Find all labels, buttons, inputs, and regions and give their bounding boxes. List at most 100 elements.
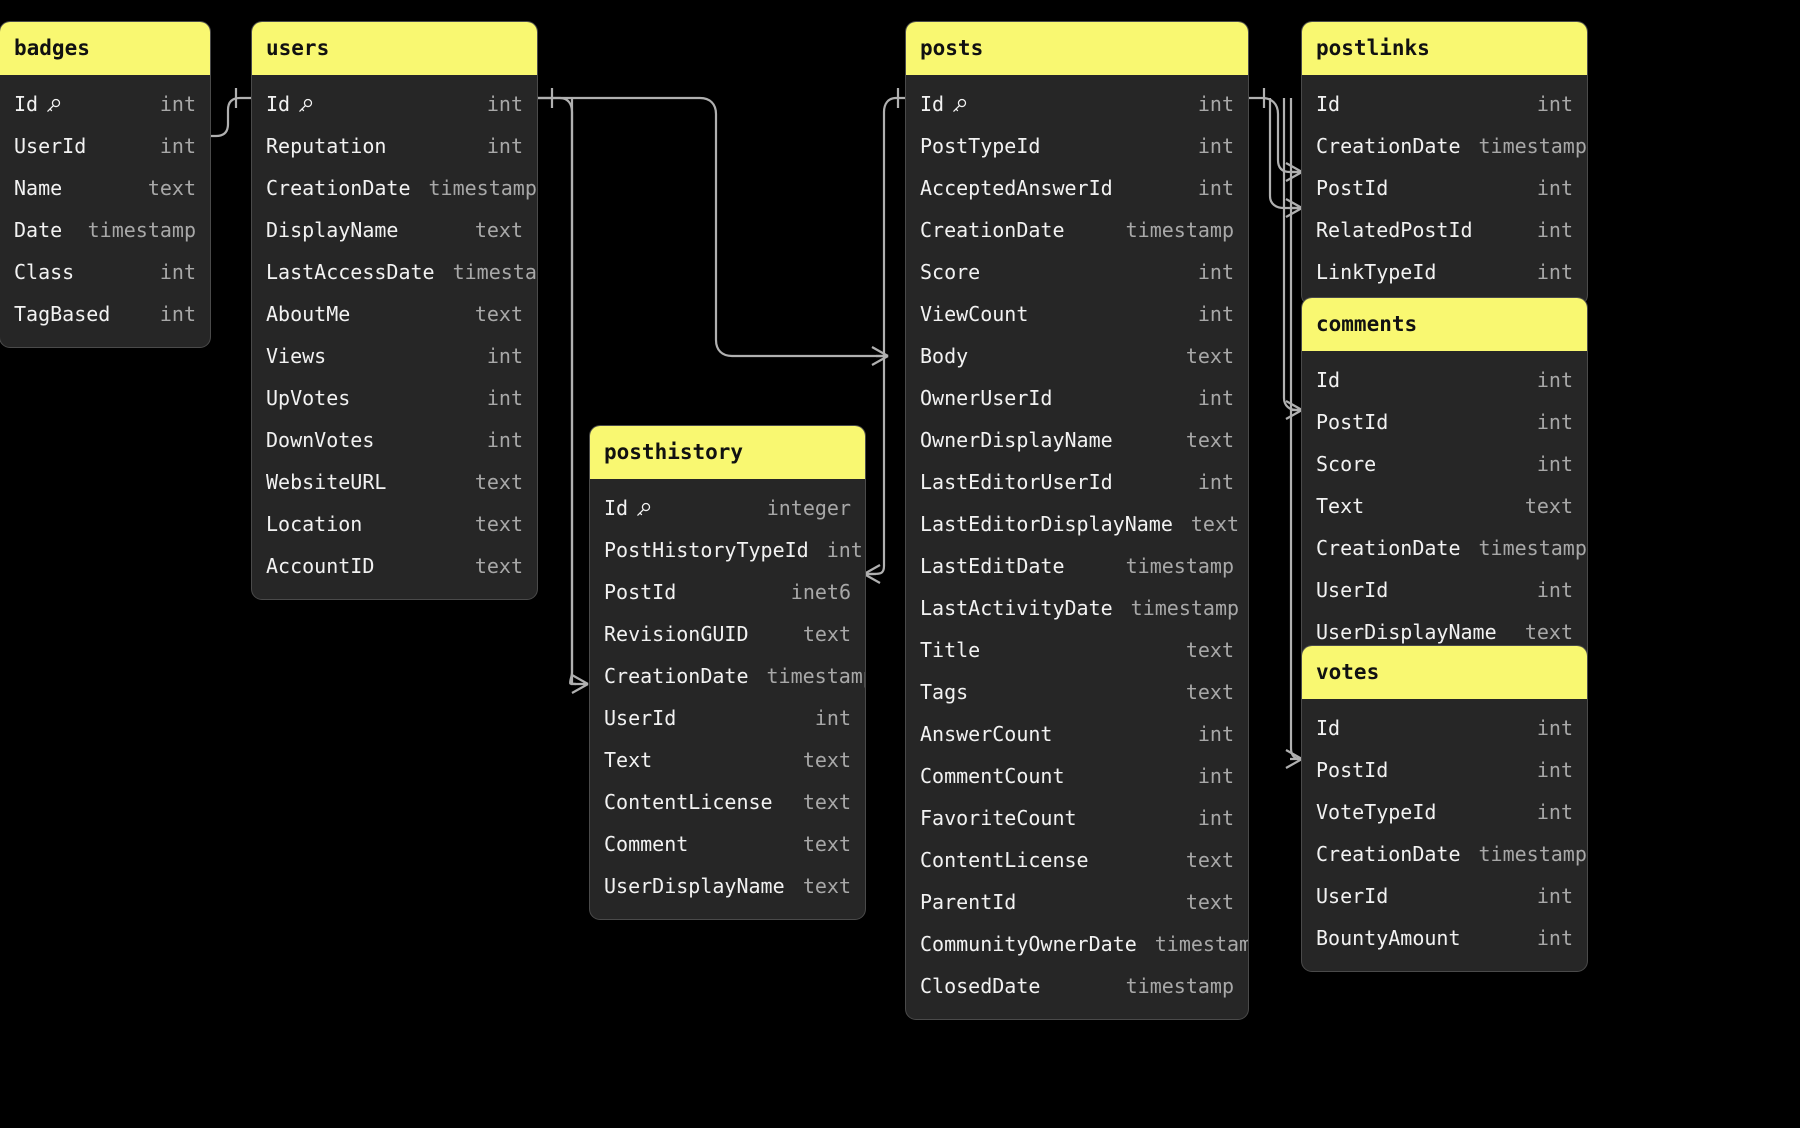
field-name: ContentLicense: [920, 848, 1089, 872]
edge-posts-postlinks-postid: [1248, 88, 1303, 182]
field-name-label: AccountID: [266, 554, 375, 578]
edge-posts-postlinks-related: [1268, 98, 1303, 218]
field-name-label: PostTypeId: [920, 134, 1041, 158]
table-header-postlinks[interactable]: postlinks: [1302, 22, 1587, 75]
field-name-label: UpVotes: [266, 386, 351, 410]
table-header-posts[interactable]: posts: [906, 22, 1248, 75]
field-name: Text: [1316, 494, 1364, 518]
table-header-posthistory[interactable]: posthistory: [590, 426, 865, 479]
field-name: Tags: [920, 680, 968, 704]
field-name: Id: [920, 92, 968, 116]
field-row[interactable]: LastAccessDatetimestamp: [252, 251, 537, 293]
field-name: Id: [1316, 368, 1340, 392]
field-name: CommentCount: [920, 764, 1065, 788]
field-type-label: int: [1197, 806, 1234, 830]
table-header-comments[interactable]: comments: [1302, 298, 1587, 351]
field-type-label: int: [486, 92, 523, 116]
field-row[interactable]: CommunityOwnerDatetimestamp: [906, 923, 1248, 965]
table-header-users[interactable]: users: [252, 22, 537, 75]
field-name-label: ParentId: [920, 890, 1017, 914]
table-header-badges[interactable]: badges: [0, 22, 210, 75]
field-name: LastAccessDate: [266, 260, 435, 284]
field-name-label: LastEditorDisplayName: [920, 512, 1173, 536]
table-header-votes[interactable]: votes: [1302, 646, 1587, 699]
field-name-label: Score: [920, 260, 981, 284]
